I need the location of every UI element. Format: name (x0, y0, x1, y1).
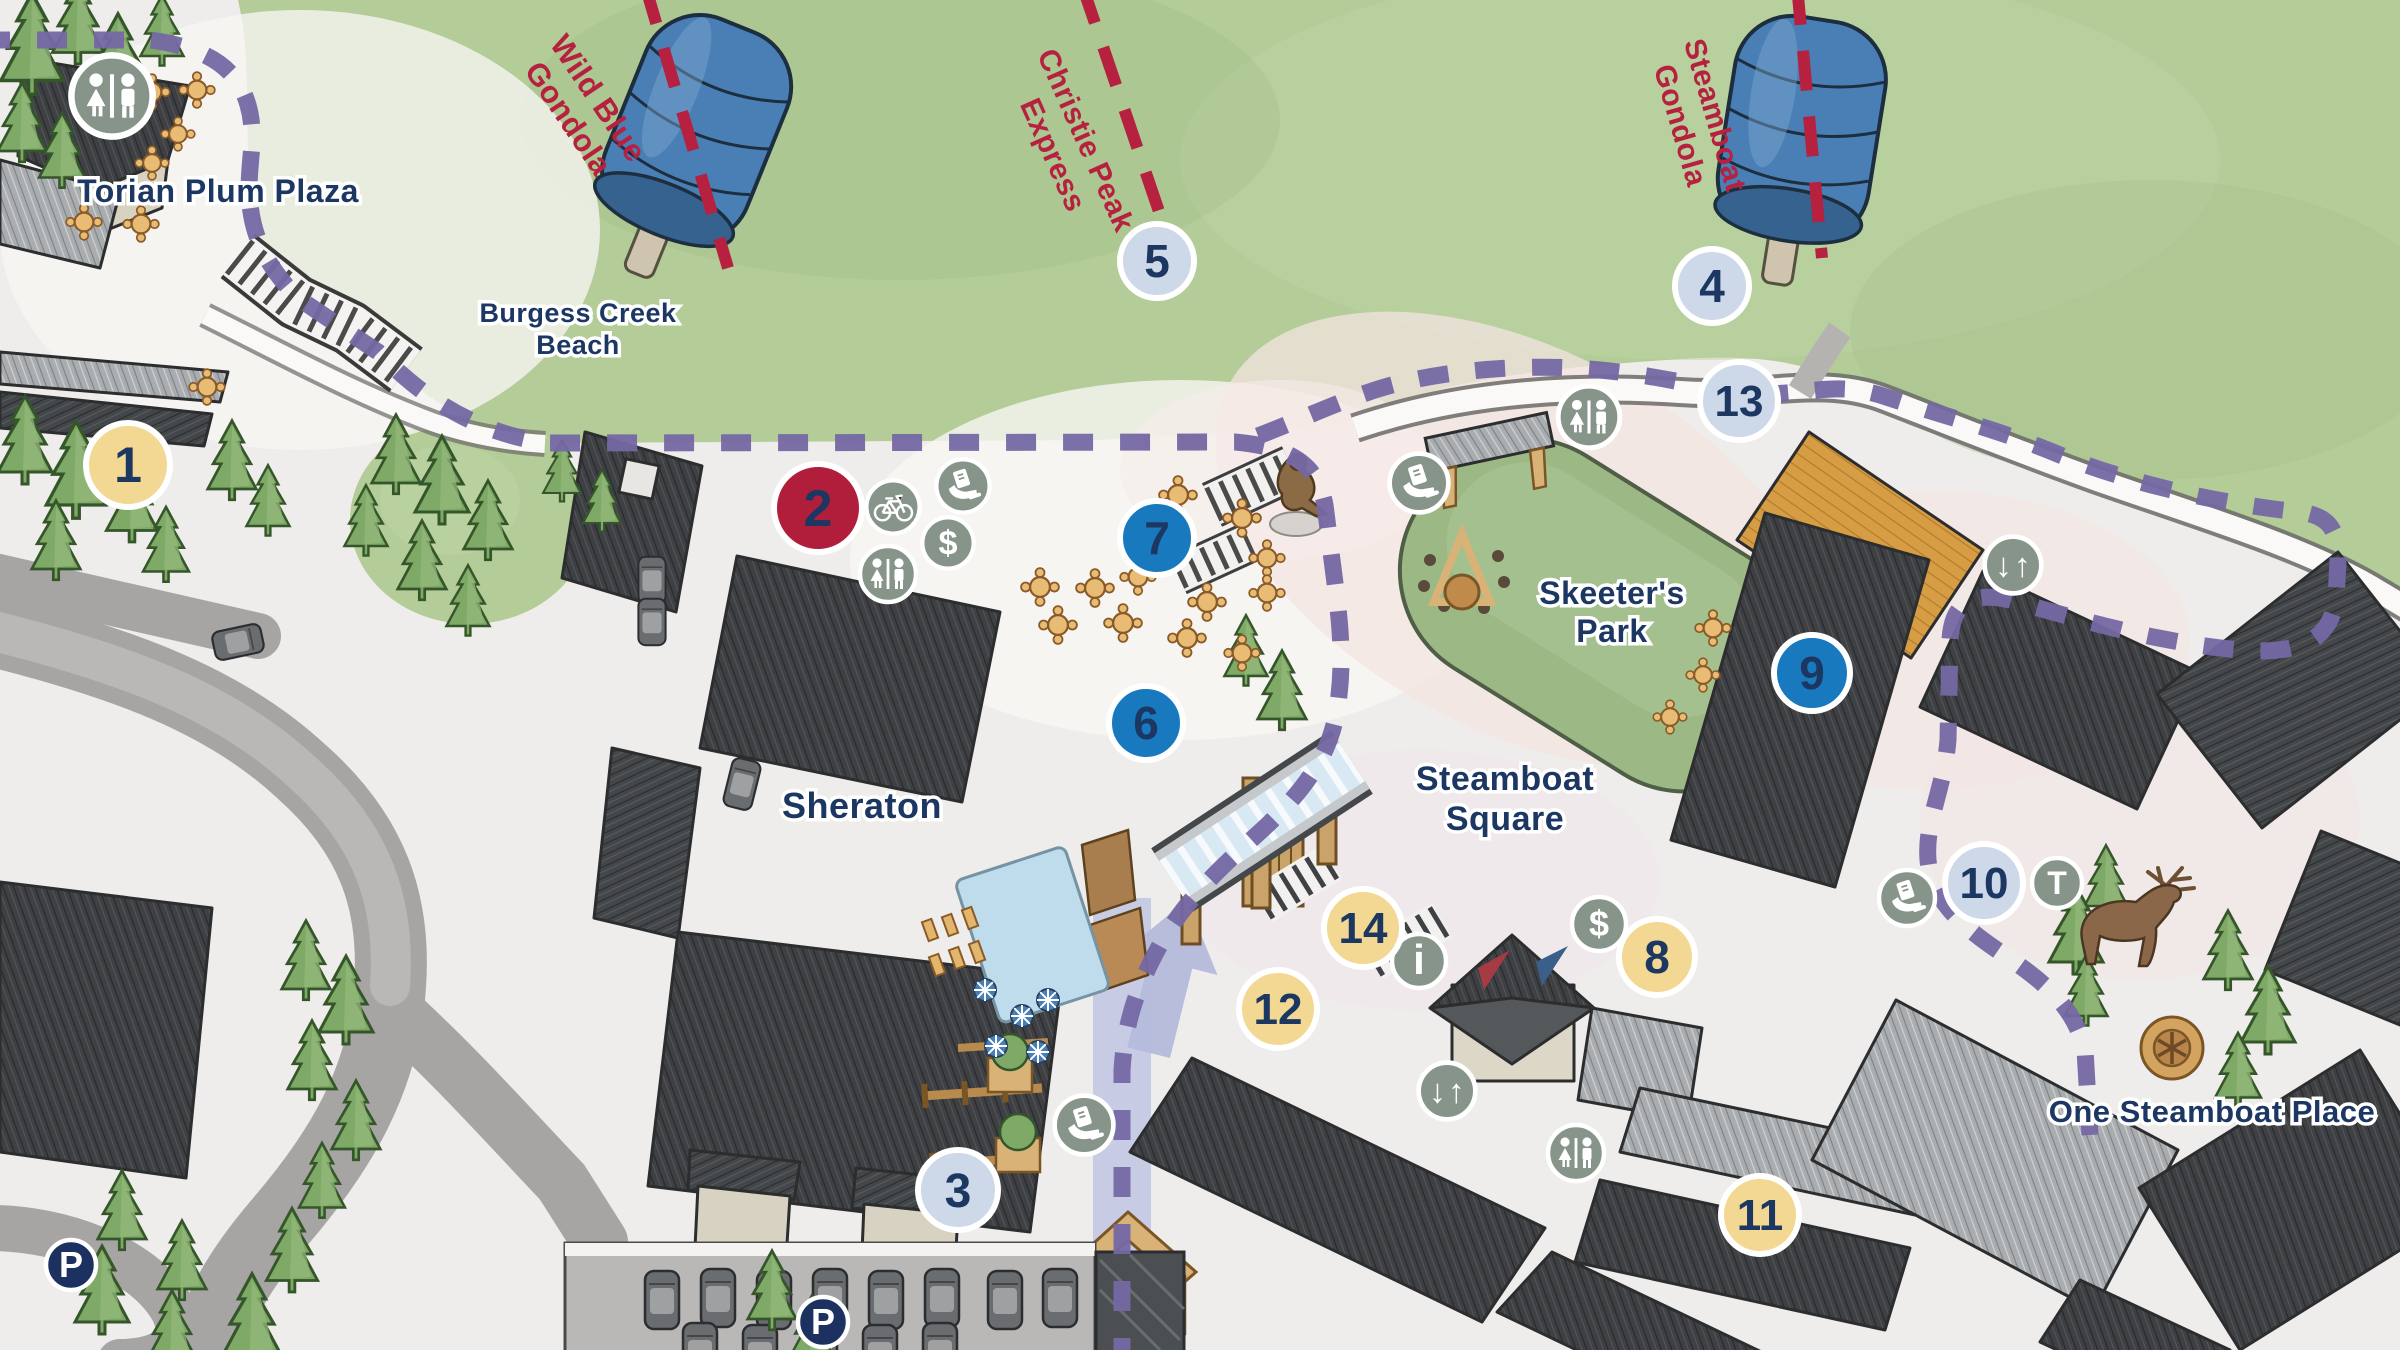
marker-14[interactable]: 14 (1321, 886, 1405, 970)
marker-11[interactable]: 11 (1718, 1173, 1802, 1257)
svg-text:3: 3 (945, 1165, 972, 1218)
marker-7[interactable]: 7 (1117, 498, 1197, 578)
marker-2[interactable]: 2 (771, 461, 865, 555)
label-sheraton: Sheraton (782, 785, 942, 826)
roads (0, 553, 628, 1350)
steamboat-lift-line (1792, 0, 1828, 259)
christie-peak-lift-line (1080, 0, 1174, 240)
label-one-steamboat-place: One Steamboat Place (2049, 1094, 2376, 1129)
marker-10[interactable]: 10 (1942, 841, 2026, 925)
restroom-icon[interactable] (71, 55, 152, 136)
restroom-icon[interactable] (1558, 386, 1620, 448)
marker-12[interactable]: 12 (1236, 967, 1320, 1051)
restroom-icon[interactable] (1548, 1125, 1604, 1181)
marker-5[interactable]: 5 (1117, 221, 1197, 301)
ticket-window-icon[interactable] (1055, 1096, 1114, 1155)
lift-lines (643, 0, 1828, 270)
elevator-icon[interactable] (1985, 537, 2042, 594)
atm-dollar-icon[interactable] (922, 517, 973, 568)
label-steamboat-square-line1: Steamboat (1416, 760, 1594, 798)
svg-text:5: 5 (1144, 235, 1170, 287)
marker-1[interactable]: 1 (83, 420, 173, 510)
ticket-window-icon[interactable] (1879, 870, 1935, 926)
svg-text:1: 1 (114, 437, 142, 493)
ticket-window-icon[interactable] (1390, 454, 1449, 513)
label-burgess-creek-line2: Beach (536, 330, 620, 360)
svg-text:11: 11 (1737, 1191, 1784, 1240)
pool-area (920, 846, 1110, 1064)
svg-text:14: 14 (1339, 904, 1388, 953)
svg-text:10: 10 (1960, 859, 2009, 908)
osp-firepit (2139, 1015, 2205, 1081)
label-skeeters-park-line2: Park (1576, 613, 1647, 649)
parking-icon[interactable] (46, 1240, 96, 1290)
marker-8[interactable]: 8 (1616, 916, 1698, 998)
label-burgess-creek-line1: Burgess Creek (479, 298, 677, 328)
poi-markers: 1 2 3 4 5 6 7 8 (83, 221, 2026, 1257)
bike-icon[interactable] (866, 480, 919, 533)
wild-blue-lift-line (643, 0, 734, 270)
svg-text:2: 2 (804, 480, 833, 538)
label-steamboat-square-line2: Square (1446, 800, 1564, 838)
marker-4[interactable]: 4 (1672, 246, 1752, 326)
svg-text:12: 12 (1254, 985, 1303, 1034)
marker-6[interactable]: 6 (1106, 683, 1186, 763)
restroom-icon[interactable] (860, 546, 916, 602)
label-skeeters-park-line1: Skeeter's (1539, 575, 1685, 611)
svg-text:7: 7 (1144, 512, 1170, 564)
parking-icon[interactable] (798, 1297, 848, 1347)
marker-9[interactable]: 9 (1771, 632, 1853, 714)
place-labels: Torian Plum Plaza Burgess Creek Beach Sk… (74, 170, 2379, 1133)
svg-text:6: 6 (1133, 697, 1159, 749)
svg-text:9: 9 (1799, 647, 1825, 699)
skeeters-firepit (1418, 523, 1510, 614)
elevator-icon[interactable] (1419, 1063, 1476, 1120)
svg-text:8: 8 (1644, 931, 1670, 983)
marker-13[interactable]: 13 (1697, 359, 1781, 443)
svg-text:4: 4 (1699, 260, 1725, 312)
ticket-window-icon[interactable] (936, 459, 989, 512)
marker-3[interactable]: 3 (915, 1147, 1001, 1233)
label-torian-plum-plaza: Torian Plum Plaza (77, 173, 359, 209)
atm-dollar-icon[interactable] (1572, 897, 1626, 951)
walking-route-dashed (0, 31, 2347, 1350)
tram-stop-icon[interactable] (2032, 858, 2082, 908)
svg-text:13: 13 (1715, 377, 1764, 426)
moose (2080, 866, 2196, 968)
